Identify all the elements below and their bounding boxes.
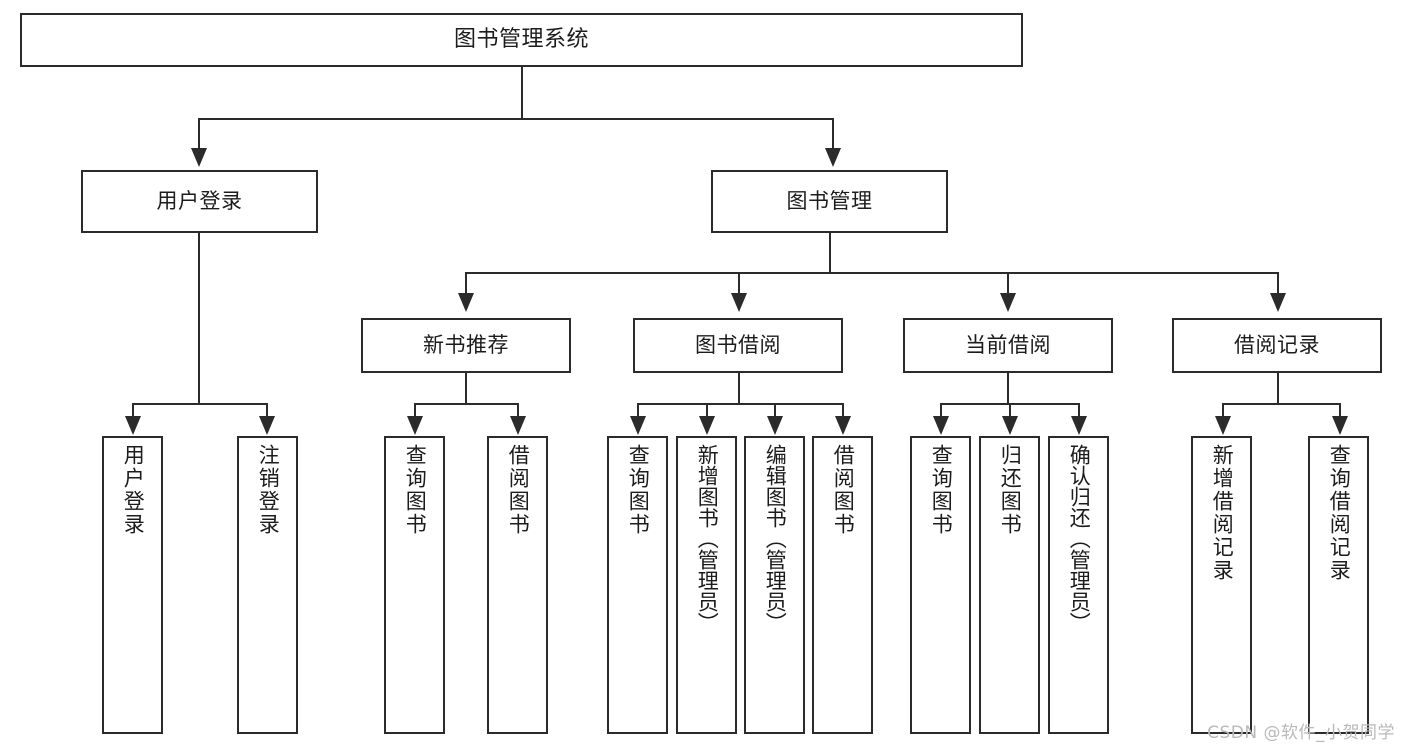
- node-label: 新增借阅记录: [1210, 444, 1235, 582]
- connector-book-borrow-child-2: [706, 403, 708, 419]
- leaf-query-book-borrow[interactable]: 查询图书: [607, 436, 668, 734]
- node-borrow-record[interactable]: 借阅记录: [1172, 318, 1382, 373]
- connector-user-login-stem: [198, 233, 200, 404]
- connector-book-borrow-child-4: [842, 403, 844, 419]
- arrowhead-book-mgmt-child-4: [1270, 293, 1286, 312]
- connector-root-to-user-login: [198, 118, 200, 151]
- arrowhead-book-borrow-child-2: [699, 416, 715, 435]
- connector-new-book-stem: [465, 373, 467, 405]
- node-current-borrow[interactable]: 当前借阅: [903, 318, 1113, 373]
- connector-new-book-child-1: [414, 403, 416, 419]
- node-label: 当前借阅: [965, 333, 1051, 358]
- connector-book-mgmt-child-2: [738, 272, 740, 296]
- connector-new-book-child-2: [517, 403, 519, 419]
- leaf-query-borrow-record[interactable]: 查询借阅记录: [1308, 436, 1369, 734]
- connector-book-borrow-child-1: [637, 403, 639, 419]
- node-label: 用户登录: [156, 189, 243, 214]
- node-label: 新增图书（管理员）: [695, 444, 720, 633]
- arrowhead-book-mgmt-child-3: [1000, 293, 1016, 312]
- leaf-edit-book-admin[interactable]: 编辑图书（管理员）: [744, 436, 805, 734]
- node-label: 借阅记录: [1234, 333, 1320, 358]
- arrowhead-book-borrow-child-3: [767, 416, 783, 435]
- arrowhead-root-to-user-login: [191, 148, 207, 167]
- node-label: 借阅图书: [506, 444, 531, 536]
- arrowhead-new-book-child-2: [510, 416, 526, 435]
- connector-book-borrow-child-3: [774, 403, 776, 419]
- node-label: 查询图书: [403, 444, 428, 536]
- node-user-login[interactable]: 用户登录: [81, 170, 318, 233]
- connector-current-borrow-child-3: [1078, 403, 1080, 419]
- arrowhead-book-borrow-child-4: [835, 416, 851, 435]
- connector-book-mgmt-child-1: [465, 272, 467, 296]
- node-label: 查询图书: [929, 444, 954, 536]
- node-label: 用户登录: [121, 444, 146, 536]
- node-label: 归还图书: [998, 444, 1023, 536]
- connector-root-stem: [521, 67, 523, 119]
- arrowhead-borrow-record-child-1: [1215, 416, 1231, 435]
- node-book-borrow[interactable]: 图书借阅: [633, 318, 843, 373]
- connector-new-book-bus: [414, 403, 519, 405]
- leaf-user-login[interactable]: 用户登录: [102, 436, 163, 734]
- connector-user-login-bus: [132, 403, 268, 405]
- connector-borrow-record-child-1: [1222, 403, 1224, 419]
- arrowhead-book-mgmt-child-2: [731, 293, 747, 312]
- node-label: 查询借阅记录: [1327, 444, 1352, 582]
- leaf-borrow-book[interactable]: 借阅图书: [812, 436, 873, 734]
- node-book-management[interactable]: 图书管理: [711, 170, 948, 233]
- leaf-query-book-recommend[interactable]: 查询图书: [384, 436, 445, 734]
- node-label: 借阅图书: [831, 444, 856, 536]
- connector-root-to-book-mgmt: [832, 118, 834, 151]
- leaf-query-book-current[interactable]: 查询图书: [910, 436, 971, 734]
- connector-book-mgmt-child-3: [1007, 272, 1009, 296]
- connector-current-borrow-child-2: [1009, 403, 1011, 419]
- node-label: 注销登录: [256, 444, 281, 536]
- arrowhead-book-borrow-child-1: [630, 416, 646, 435]
- arrowhead-current-borrow-child-1: [933, 416, 949, 435]
- arrowhead-current-borrow-child-2: [1002, 416, 1018, 435]
- arrowhead-root-to-book-mgmt: [825, 148, 841, 167]
- leaf-add-borrow-record[interactable]: 新增借阅记录: [1191, 436, 1252, 734]
- node-label: 图书管理: [786, 189, 873, 214]
- connector-borrow-record-child-2: [1339, 403, 1341, 419]
- node-label: 新书推荐: [423, 333, 509, 358]
- leaf-borrow-book-recommend[interactable]: 借阅图书: [487, 436, 548, 734]
- connector-book-borrow-bus: [637, 403, 844, 405]
- connector-book-borrow-stem: [738, 373, 740, 405]
- node-root-system[interactable]: 图书管理系统: [20, 13, 1023, 67]
- connector-borrow-record-stem: [1277, 373, 1279, 405]
- connector-book-mgmt-stem: [829, 233, 831, 273]
- arrowhead-user-login-child-1: [125, 416, 141, 435]
- arrowhead-borrow-record-child-2: [1332, 416, 1348, 435]
- node-label: 确认归还（管理员）: [1067, 444, 1092, 633]
- leaf-add-book-admin[interactable]: 新增图书（管理员）: [676, 436, 737, 734]
- arrowhead-user-login-child-2: [259, 416, 275, 435]
- arrowhead-book-mgmt-child-1: [458, 293, 474, 312]
- connector-user-login-child-1: [132, 403, 134, 419]
- connector-current-borrow-child-1: [940, 403, 942, 419]
- arrowhead-current-borrow-child-3: [1071, 416, 1087, 435]
- connector-book-mgmt-child-4: [1277, 272, 1279, 296]
- arrowhead-new-book-child-1: [407, 416, 423, 435]
- connector-book-mgmt-bus: [465, 272, 1279, 274]
- leaf-logout-login[interactable]: 注销登录: [237, 436, 298, 734]
- node-label: 图书管理系统: [453, 27, 589, 53]
- node-label: 编辑图书（管理员）: [763, 444, 788, 633]
- connector-borrow-record-bus: [1222, 403, 1341, 405]
- node-new-book-recommend[interactable]: 新书推荐: [361, 318, 571, 373]
- connector-root-bus: [198, 118, 834, 120]
- connector-user-login-child-2: [266, 403, 268, 419]
- leaf-return-book[interactable]: 归还图书: [979, 436, 1040, 734]
- connector-current-borrow-stem: [1007, 373, 1009, 405]
- node-label: 图书借阅: [695, 333, 781, 358]
- leaf-confirm-return-admin[interactable]: 确认归还（管理员）: [1048, 436, 1109, 734]
- node-label: 查询图书: [626, 444, 651, 536]
